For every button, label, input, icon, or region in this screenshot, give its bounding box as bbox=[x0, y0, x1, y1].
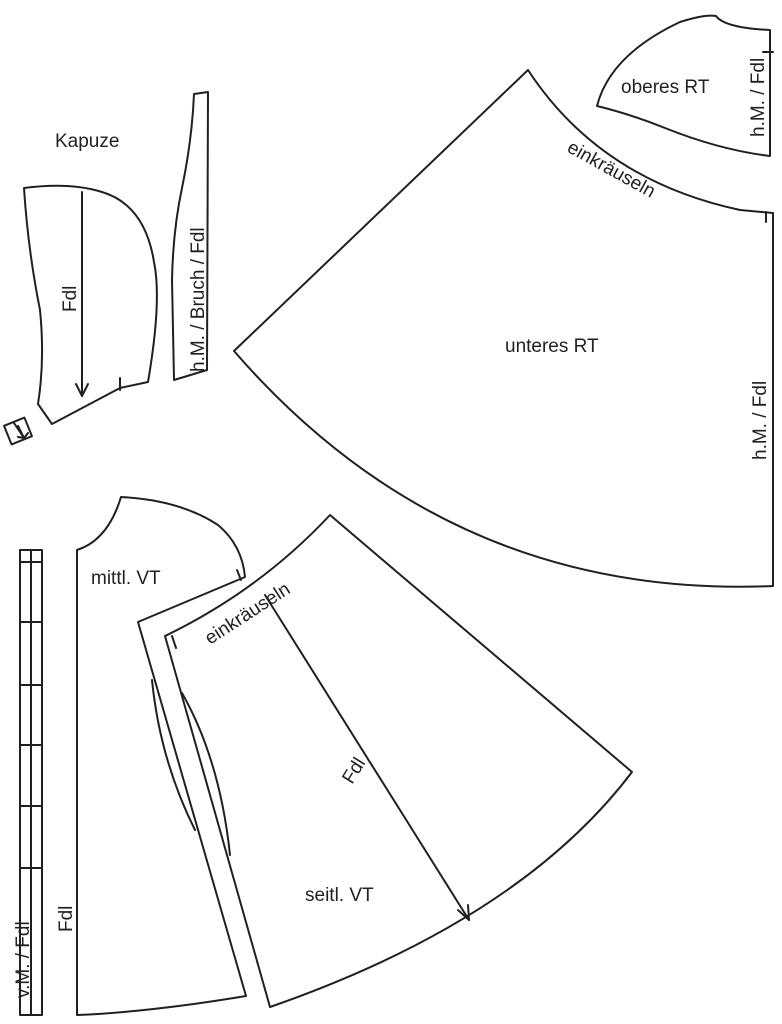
center-front-notch bbox=[236, 569, 242, 581]
hood-title: Kapuze bbox=[55, 131, 119, 152]
lower-tier-piece bbox=[233, 69, 774, 588]
side-front-grain-line bbox=[264, 594, 470, 921]
strip-outline bbox=[171, 91, 209, 381]
lower-tier-outline bbox=[233, 69, 774, 588]
side-front-grain-label: Fdl bbox=[338, 754, 370, 788]
hood-tab-arrow bbox=[13, 422, 25, 439]
center-front-piece bbox=[76, 496, 247, 1016]
center-front-grain-label: Fdl bbox=[56, 906, 77, 932]
upper-tier-title: oberes RT bbox=[621, 77, 710, 98]
side-front-outline bbox=[164, 514, 633, 1008]
placket-label: v.M. / Fdl bbox=[13, 921, 34, 998]
placket-piece bbox=[19, 549, 43, 1016]
lower-tier-gather-label: einkräuseln bbox=[564, 137, 659, 202]
lower-tier-fold-label: h.M. / Fdl bbox=[750, 381, 771, 460]
strip-label: h.M. / Bruch / Fdl bbox=[188, 227, 209, 372]
center-front-dart-seam bbox=[151, 679, 196, 831]
upper-tier-fold-label: h.M. / Fdl bbox=[748, 58, 769, 137]
side-front-grain-arrowhead bbox=[457, 904, 470, 921]
hood-outline bbox=[23, 184, 158, 425]
strip-piece bbox=[171, 91, 209, 381]
upper-tier-piece bbox=[596, 14, 774, 157]
hood-piece bbox=[3, 184, 158, 446]
hood-grain-label: Fdl bbox=[60, 286, 81, 312]
upper-tier-outline bbox=[596, 14, 771, 157]
center-front-title: mittl. VT bbox=[91, 568, 161, 589]
hood-small-tab bbox=[3, 416, 33, 446]
side-front-title: seitl. VT bbox=[305, 885, 374, 906]
side-front-piece bbox=[164, 514, 633, 1008]
side-front-dart-seam bbox=[181, 692, 231, 856]
hood-grain-arrowhead bbox=[75, 383, 89, 397]
lower-tier-title: unteres RT bbox=[505, 336, 599, 357]
hood-tab-arrowhead bbox=[17, 432, 29, 439]
side-front-notch bbox=[171, 635, 177, 649]
center-front-outline bbox=[76, 496, 247, 1016]
